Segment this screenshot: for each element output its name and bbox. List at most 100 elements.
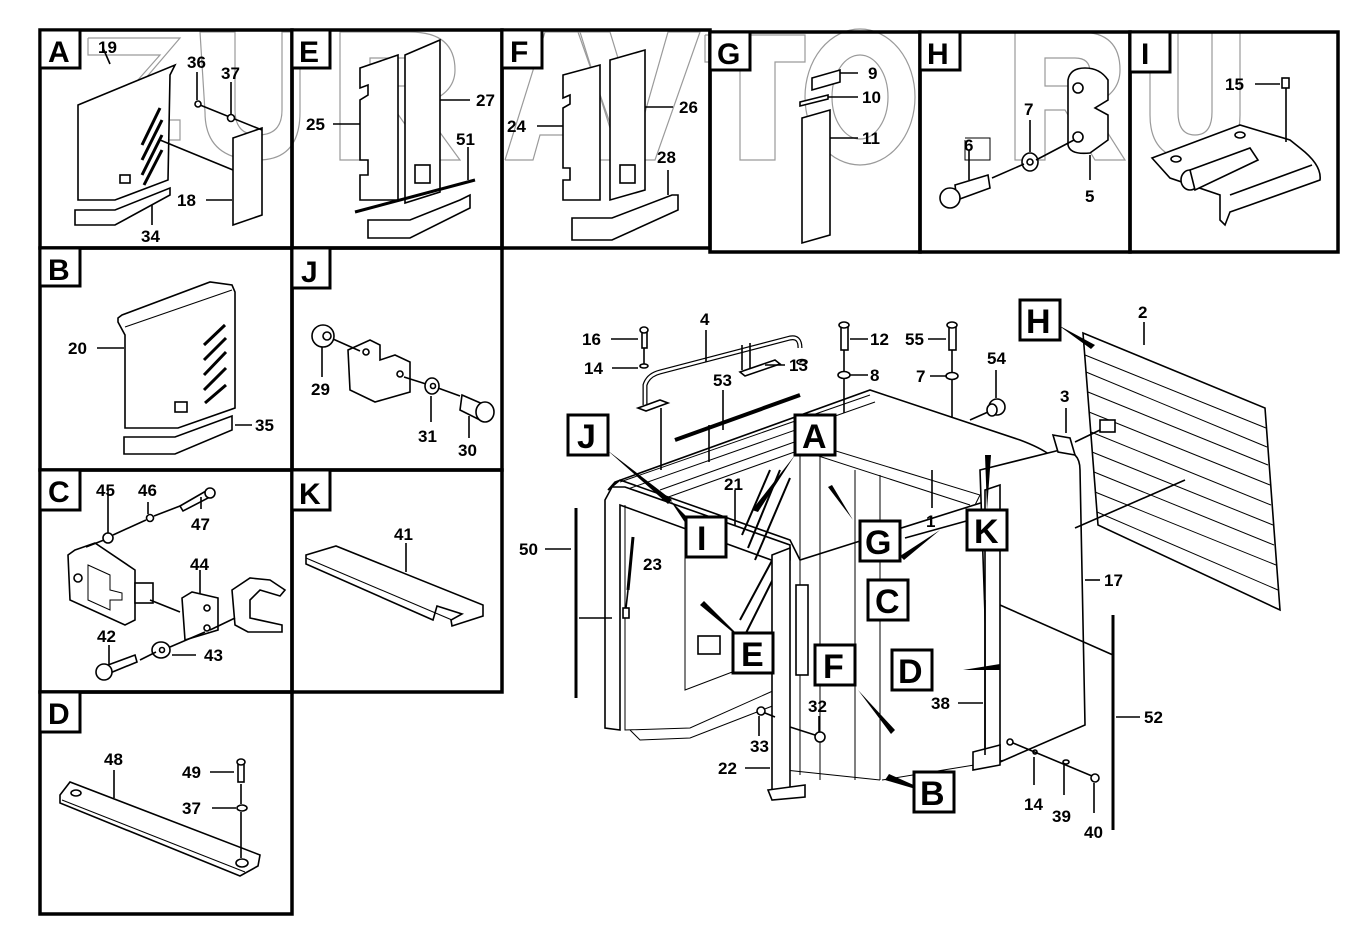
svg-text:H: H <box>1026 303 1051 341</box>
part-55: 55 <box>905 330 924 349</box>
part-52: 52 <box>1144 708 1163 727</box>
callout-g: G <box>858 519 902 563</box>
callout-pointers <box>607 325 1095 795</box>
part-8: 17 <box>1104 571 1123 590</box>
part-1: 1 <box>926 512 935 531</box>
panel-e: E 25 27 51 <box>290 28 495 239</box>
part-45: 45 <box>96 481 115 500</box>
part-26: 26 <box>679 98 698 117</box>
part-15: 15 <box>1225 75 1244 94</box>
part-25: 25 <box>306 115 325 134</box>
callout-b: B <box>912 770 956 814</box>
part-42: 42 <box>97 627 116 646</box>
part-28: 28 <box>657 148 676 167</box>
vent-grille <box>140 107 164 186</box>
part-13: 12 <box>870 330 889 349</box>
panel-b: B 20 35 <box>38 246 274 455</box>
part-48: 48 <box>104 750 123 769</box>
svg-text:K: K <box>974 513 999 551</box>
panel-label: A <box>48 36 70 69</box>
callout-d: D <box>890 648 934 692</box>
callout-c: C <box>866 578 910 622</box>
part-7: 7 <box>916 367 925 386</box>
callout-a: A <box>793 413 837 457</box>
callout-e: E <box>731 631 775 675</box>
vent-grille <box>202 323 228 405</box>
svg-text:F: F <box>823 648 844 686</box>
part-20: 20 <box>68 339 87 358</box>
part-3: 3 <box>1060 387 1069 406</box>
svg-text:E: E <box>741 636 764 674</box>
part-38: 38 <box>931 694 950 713</box>
panel-d: D 48 49 37 <box>38 690 261 877</box>
part-23: 23 <box>643 555 662 574</box>
callout-i: I <box>684 515 728 559</box>
callout-k: K <box>965 508 1009 552</box>
part-11: 11 <box>862 129 880 148</box>
part-37: 37 <box>182 799 201 818</box>
part-7: 7 <box>1024 100 1033 119</box>
callout-f: F <box>813 643 857 687</box>
part-21: 21 <box>724 475 743 494</box>
panel-label: K <box>299 478 321 511</box>
svg-text:G: G <box>865 524 891 562</box>
part-49: 49 <box>182 763 201 782</box>
part-33: 33 <box>750 737 769 756</box>
part-2: 2 <box>1138 303 1147 322</box>
panel-a: A 19 36 37 18 34 <box>38 28 263 246</box>
part-14: 13 <box>789 356 808 375</box>
part-47: 47 <box>191 515 210 534</box>
svg-text:A: A <box>802 418 827 456</box>
part-6: 6 <box>964 136 973 155</box>
panel-label: G <box>717 38 740 71</box>
part-37: 37 <box>221 64 240 83</box>
part-30: 30 <box>458 441 477 460</box>
panel-c: C 45 46 47 44 <box>38 468 287 681</box>
part-18: 18 <box>177 191 196 210</box>
panel-label: E <box>299 36 319 69</box>
part-17: 16 <box>582 330 601 349</box>
part-24: 24 <box>507 117 526 136</box>
callout-j: J <box>566 413 610 457</box>
panel-label: J <box>301 256 318 289</box>
panel-label: H <box>927 38 949 71</box>
part-44: 44 <box>190 555 209 574</box>
part-31: 31 <box>418 427 437 446</box>
panel-label: C <box>48 476 70 509</box>
part-36: 36 <box>187 53 206 72</box>
part-35: 35 <box>255 416 274 435</box>
part-27: 27 <box>476 91 495 110</box>
part-50: 50 <box>519 540 538 559</box>
part-43: 43 <box>204 646 223 665</box>
part-19: 19 <box>98 38 117 57</box>
part-29: 29 <box>311 380 330 399</box>
svg-text:J: J <box>577 418 596 456</box>
part-51: 51 <box>456 130 475 149</box>
panel-label: I <box>1141 38 1149 71</box>
part-53: 53 <box>713 371 732 390</box>
part-5: 5 <box>1085 187 1094 206</box>
part-16: 14 <box>584 359 603 378</box>
panel-label: F <box>510 36 528 69</box>
part-39: 39 <box>1052 807 1071 826</box>
panel-frames <box>38 28 1340 916</box>
panel-k: K 41 <box>290 468 484 628</box>
svg-text:D: D <box>898 653 923 691</box>
part-12: 8 <box>870 366 879 385</box>
part-34: 34 <box>141 227 160 246</box>
panel-g: G 9 10 11 <box>708 30 881 245</box>
part-10: 10 <box>862 88 881 107</box>
panel-label: D <box>48 698 70 731</box>
part-32: 32 <box>808 697 827 716</box>
part-16: 14 <box>1024 795 1043 814</box>
svg-text:B: B <box>920 775 945 813</box>
svg-text:I: I <box>697 520 706 558</box>
panel-label: B <box>48 254 70 287</box>
callout-h: H <box>1018 298 1062 342</box>
panel-i: I 15 <box>1128 30 1321 227</box>
panel-f: F 24 26 28 <box>500 28 698 241</box>
part-46: 46 <box>138 481 157 500</box>
part-41: 41 <box>394 525 413 544</box>
part-22: 22 <box>718 759 737 778</box>
